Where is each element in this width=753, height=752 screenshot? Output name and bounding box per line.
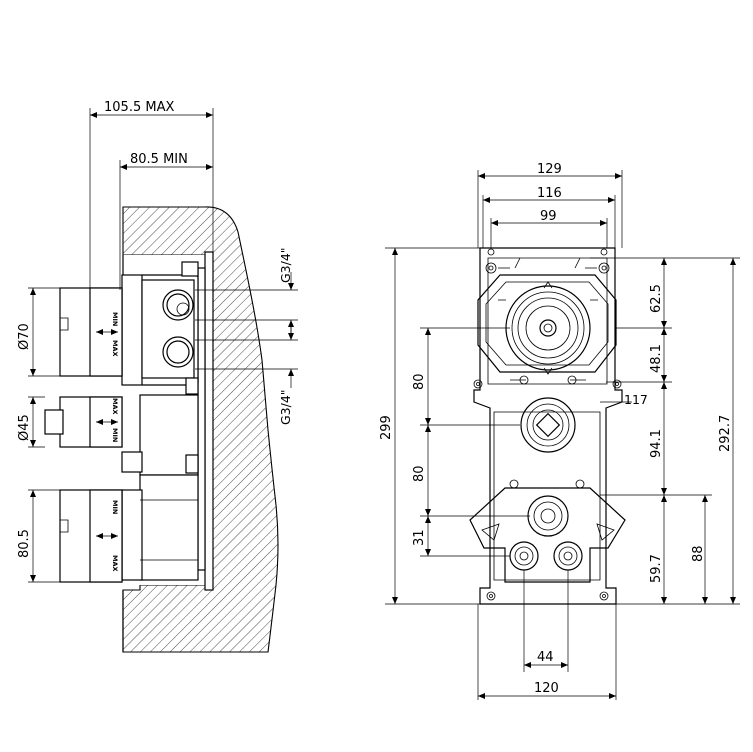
knob-mid-max: MAX bbox=[111, 398, 119, 415]
dim-99: 99 bbox=[540, 209, 557, 224]
knob-bot-min: MIN bbox=[111, 500, 119, 514]
dim-44: 44 bbox=[537, 650, 554, 665]
knob-top: MIN MAX bbox=[59, 287, 123, 377]
dim-80-a: 80 bbox=[412, 373, 427, 390]
dim-299: 299 bbox=[379, 415, 394, 440]
dim-88: 88 bbox=[691, 545, 706, 562]
dim-120: 120 bbox=[534, 681, 559, 696]
dim-292-7: 292.7 bbox=[718, 415, 733, 452]
dim-105-5-max: 105.5 MAX bbox=[104, 100, 174, 115]
knob-top-min: MIN bbox=[111, 312, 119, 326]
dim-80-b: 80 bbox=[412, 465, 427, 482]
knob-middle: MAX MIN bbox=[44, 396, 143, 473]
dim-59-7: 59.7 bbox=[649, 554, 664, 583]
knob-bottom: MIN MAX bbox=[59, 489, 123, 583]
thread-top: G3/4" bbox=[278, 247, 293, 283]
dim-diam-45: Ø45 bbox=[17, 414, 32, 441]
dim-diam-70: Ø70 bbox=[17, 323, 32, 350]
thread-bottom: G3/4" bbox=[278, 389, 293, 425]
dim-117: 117 bbox=[624, 392, 648, 407]
dim-129: 129 bbox=[537, 162, 562, 177]
dim-48-1: 48.1 bbox=[649, 344, 664, 373]
side-view: MIN MAX MAX MIN MIN MAX 105.5 MAX bbox=[17, 100, 298, 653]
knob-mid-min: MIN bbox=[111, 428, 119, 442]
dim-62-5: 62.5 bbox=[649, 284, 664, 313]
wall-section bbox=[122, 206, 279, 653]
knob-top-max: MAX bbox=[111, 340, 119, 357]
dim-80-5: 80.5 bbox=[17, 529, 32, 558]
dim-31: 31 bbox=[412, 529, 427, 546]
dim-80-5-min: 80.5 MIN bbox=[130, 152, 188, 167]
dim-94-1: 94.1 bbox=[649, 429, 664, 458]
front-view: 129 116 99 299 80 80 31 62.5 48.1 94.1 5… bbox=[379, 162, 740, 700]
dim-116: 116 bbox=[537, 186, 562, 201]
knob-bot-max: MAX bbox=[111, 555, 119, 572]
